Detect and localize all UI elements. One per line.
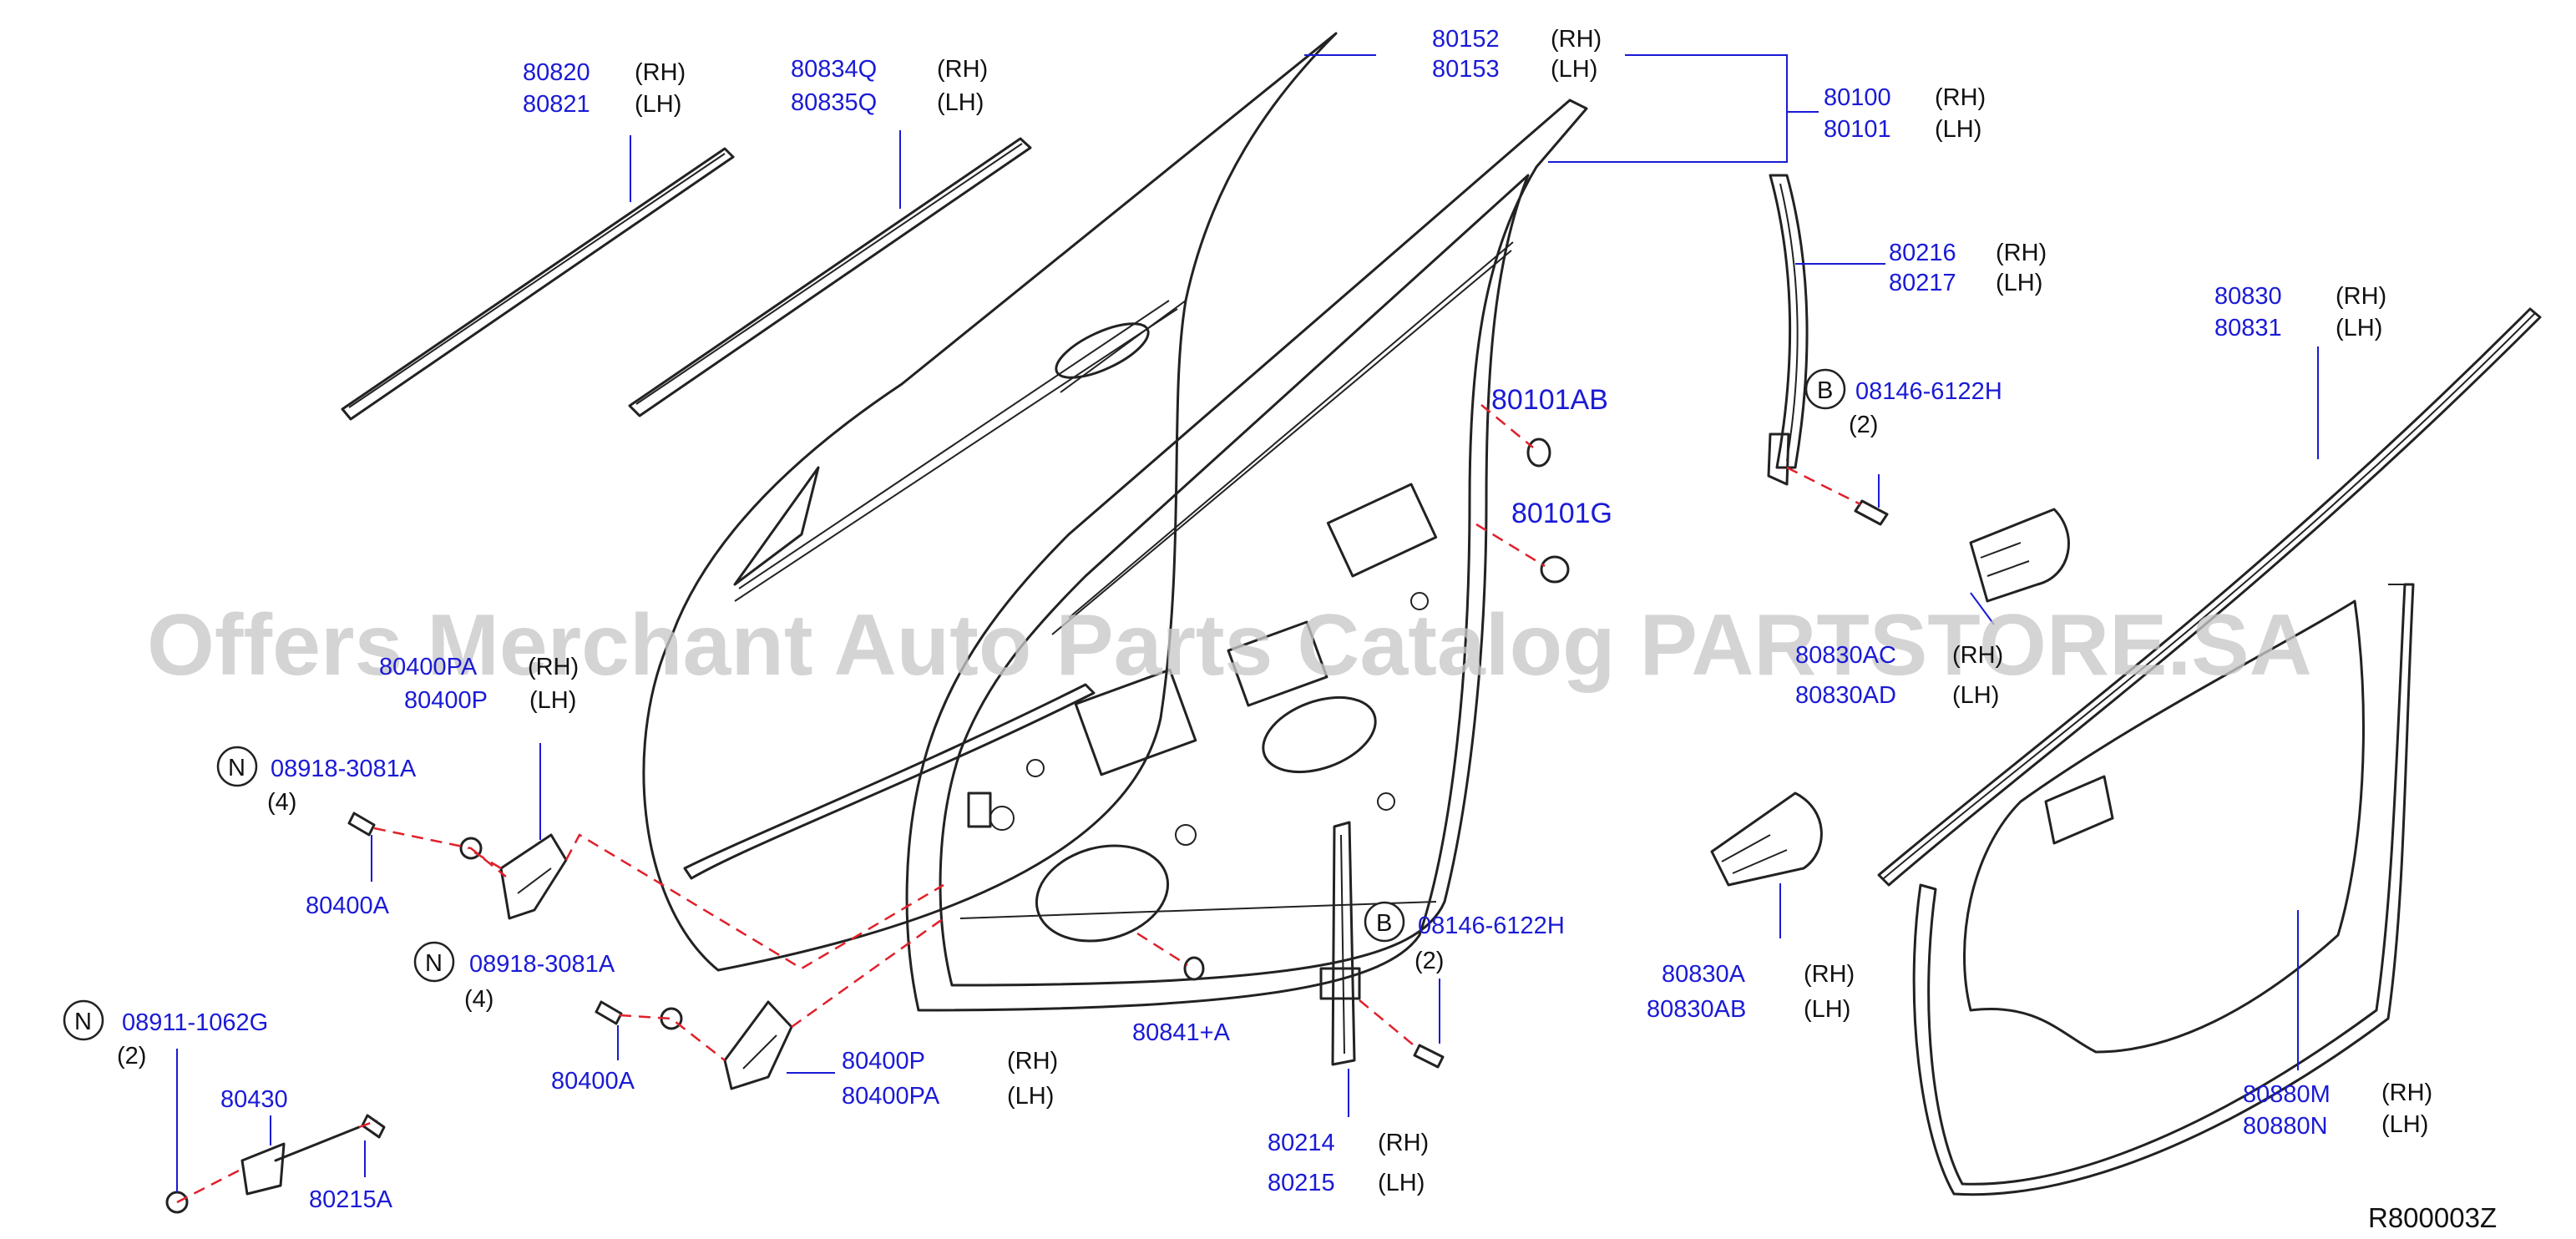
side-label: (LH)	[2336, 315, 2382, 341]
part-number: 80400P	[404, 687, 488, 714]
hinge-upper	[499, 833, 568, 920]
part-number: 80880N	[2243, 1113, 2328, 1140]
part-number: 80830AD	[1795, 682, 1896, 709]
part-number: 80841+A	[1132, 1019, 1231, 1046]
part-number: 80101G	[1511, 498, 1612, 529]
badge-letter: N	[425, 950, 443, 977]
side-label: (RH)	[635, 59, 686, 86]
rear-sash-channel	[1767, 174, 1809, 486]
part-number: 80400A	[551, 1068, 635, 1095]
side-label: (LH)	[635, 91, 681, 118]
side-label: (RH)	[528, 654, 579, 680]
bolt-icon	[1413, 1044, 1445, 1069]
side-label: (RH)	[1935, 84, 1986, 111]
bolt-icon	[347, 812, 376, 837]
bolt-icon	[361, 1114, 386, 1139]
hinge-lower	[723, 1000, 793, 1090]
bolt-icon	[1854, 499, 1889, 526]
side-label: (RH)	[1551, 26, 1602, 53]
weatherstrip-main	[1912, 583, 2415, 1196]
quantity-label: (2)	[1415, 948, 1444, 974]
side-label: (LH)	[1996, 270, 2042, 296]
part-number: 80400A	[306, 893, 390, 919]
grommet-g	[1540, 555, 1570, 584]
badge-n-circle	[216, 746, 258, 787]
belt-moulding-inner	[628, 137, 1032, 417]
side-label: (RH)	[2381, 1080, 2432, 1106]
weatherstrip-clip-upper	[1969, 508, 2070, 603]
weatherstrip-upper	[1877, 307, 2542, 887]
badge-letter: B	[1376, 910, 1392, 937]
part-number: 80100	[1824, 84, 1891, 111]
quantity-label: (4)	[464, 986, 493, 1013]
front-sash-channel	[1319, 821, 1361, 1066]
part-number: 80215A	[309, 1186, 393, 1213]
part-number: 80216	[1889, 240, 1956, 266]
grommet-ab	[1526, 437, 1551, 468]
part-number: 80880M	[2243, 1081, 2331, 1108]
part-number: 80101AB	[1491, 384, 1608, 416]
badge-letter: N	[74, 1009, 92, 1035]
side-label: (LH)	[2381, 1111, 2428, 1138]
part-number: 80214	[1268, 1130, 1335, 1156]
side-label: (RH)	[937, 56, 988, 83]
part-number: 80835Q	[791, 89, 877, 116]
part-number: 80830AC	[1795, 642, 1896, 669]
part-number: 80430	[220, 1086, 288, 1113]
part-number: 80101	[1824, 116, 1891, 143]
part-number: 80830AB	[1647, 996, 1746, 1023]
part-number: 80834Q	[791, 56, 877, 83]
side-label: (RH)	[1952, 642, 2003, 669]
side-label: (LH)	[1935, 116, 1981, 143]
side-label: (RH)	[1804, 961, 1855, 988]
badge-n-circle	[413, 941, 455, 983]
side-label: (LH)	[1952, 682, 1999, 709]
grommet-841	[1183, 956, 1205, 981]
quantity-label: (4)	[267, 789, 296, 816]
side-label: (RH)	[1996, 240, 2047, 266]
part-number: 80821	[523, 91, 590, 118]
part-number: 80831	[2214, 315, 2282, 341]
part-number: 80830A	[1662, 961, 1746, 988]
belt-moulding-outer	[341, 147, 735, 421]
side-label: (RH)	[1378, 1130, 1429, 1156]
side-label: (LH)	[1551, 56, 1597, 83]
badge-n-circle	[63, 999, 104, 1041]
side-label: (LH)	[937, 89, 984, 116]
door-frame	[905, 99, 1588, 1012]
part-number: 80400PA	[379, 654, 478, 680]
part-number: 80153	[1432, 56, 1500, 83]
part-number: 80215	[1268, 1170, 1335, 1196]
part-number: 80152	[1432, 26, 1500, 53]
side-label: (LH)	[1378, 1170, 1425, 1196]
part-number: 80400P	[842, 1048, 925, 1075]
badge-letter: B	[1817, 377, 1833, 404]
part-number: 08918-3081A	[469, 951, 615, 978]
quantity-label: (2)	[1849, 412, 1878, 438]
door-outer-panel	[642, 32, 1338, 972]
side-label: (RH)	[1007, 1048, 1058, 1075]
door-check	[240, 1125, 361, 1196]
badge-b-circle	[1804, 368, 1846, 410]
weatherstrip-clip-lower	[1710, 791, 1823, 887]
part-number: 80400PA	[842, 1083, 940, 1110]
part-number: 08146-6122H	[1855, 378, 2002, 405]
reference-code: R800003Z	[2368, 1202, 2497, 1233]
watermark: Offers Merchant Auto Parts Catalog PARTS…	[147, 597, 2312, 694]
bolt-icon	[595, 1000, 623, 1025]
part-number: 80820	[523, 59, 590, 86]
quantity-label: (2)	[117, 1043, 146, 1070]
part-number: 08911-1062G	[122, 1009, 268, 1036]
side-label: (LH)	[529, 687, 576, 714]
part-number: 08918-3081A	[271, 756, 417, 782]
side-label: (LH)	[1804, 996, 1850, 1023]
part-number: 08146-6122H	[1418, 913, 1565, 939]
part-number: 80830	[2214, 283, 2282, 310]
part-number: 80217	[1889, 270, 1956, 296]
side-label: (LH)	[1007, 1083, 1054, 1110]
badge-letter: N	[228, 755, 245, 781]
side-label: (RH)	[2336, 283, 2386, 310]
badge-b-circle	[1364, 901, 1405, 943]
